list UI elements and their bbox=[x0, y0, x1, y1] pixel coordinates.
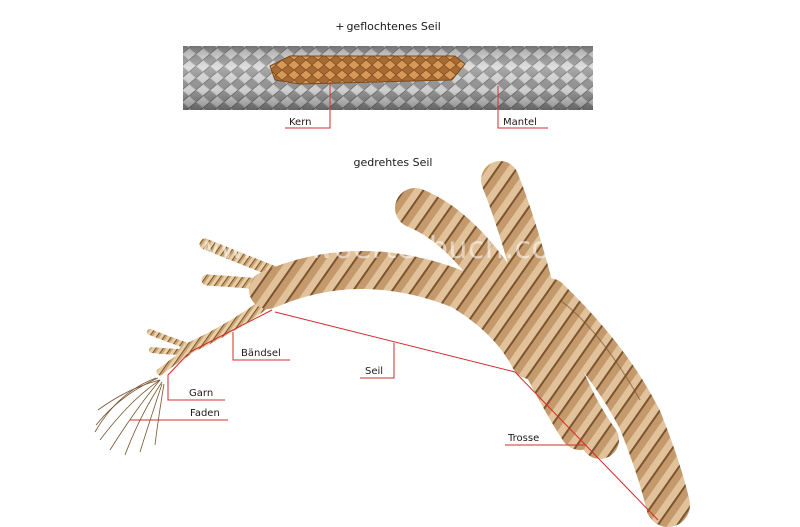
hawser-leader-line bbox=[514, 371, 659, 521]
braided-rope-title: +geflochtenes Seil bbox=[335, 20, 441, 33]
rope-label: Seil bbox=[365, 366, 383, 377]
braided-rope-illustration bbox=[183, 46, 593, 110]
fiber-label: Faden bbox=[190, 408, 220, 419]
sheath-leader-line bbox=[497, 86, 548, 129]
sheath-label: Mantel bbox=[503, 117, 537, 128]
rope-bracket bbox=[360, 343, 395, 379]
watermark: www.bildwoerterbuch.com bbox=[170, 231, 580, 266]
yarn-label: Garn bbox=[189, 388, 213, 399]
rope-leader-line bbox=[274, 311, 516, 373]
twisted-rope-title: gedrehtes Seil bbox=[354, 156, 433, 169]
strand-label: Bändsel bbox=[241, 348, 281, 359]
core-label: Kern bbox=[289, 117, 312, 128]
twisted-rope-illustration bbox=[94, 161, 690, 527]
fiber-tuft bbox=[94, 377, 165, 456]
strand-bracket bbox=[232, 332, 290, 361]
plus-icon: + bbox=[335, 20, 344, 33]
core-leader-line bbox=[285, 82, 331, 129]
yarn-leader-line bbox=[167, 353, 225, 401]
hawser-label: Trosse bbox=[507, 433, 539, 444]
strand-leader-line bbox=[189, 309, 273, 353]
